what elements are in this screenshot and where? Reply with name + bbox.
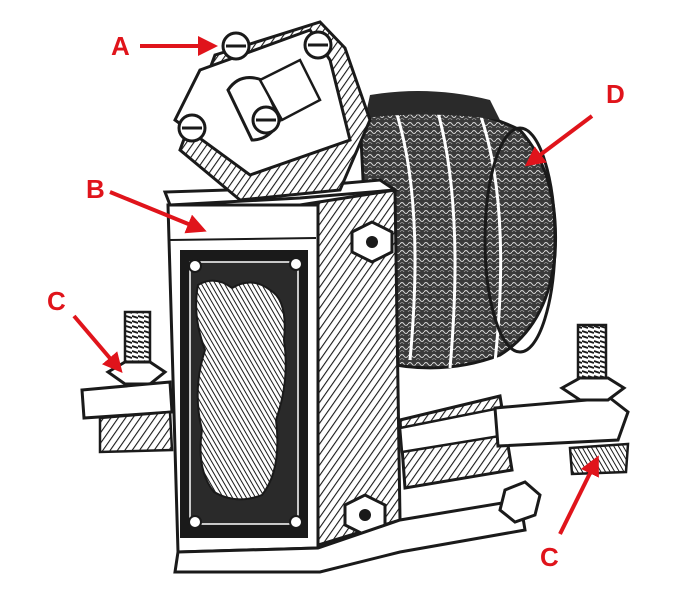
label-a: A	[111, 31, 130, 61]
armature-frame	[162, 178, 542, 574]
coil-winding	[358, 91, 558, 370]
arrow-icon	[524, 114, 594, 167]
arrow-icon	[72, 314, 123, 374]
label-d: D	[606, 79, 625, 109]
terminal-stud-right	[398, 323, 630, 490]
label-c-right: C	[540, 542, 559, 572]
terminal-stud-left	[80, 310, 174, 454]
label-b: B	[86, 174, 105, 204]
arrow-icon	[109, 190, 207, 234]
arrow-icon	[558, 455, 599, 535]
terminal-block-top	[173, 20, 372, 202]
label-c-left: C	[47, 286, 66, 316]
callout-arrows	[72, 36, 599, 535]
